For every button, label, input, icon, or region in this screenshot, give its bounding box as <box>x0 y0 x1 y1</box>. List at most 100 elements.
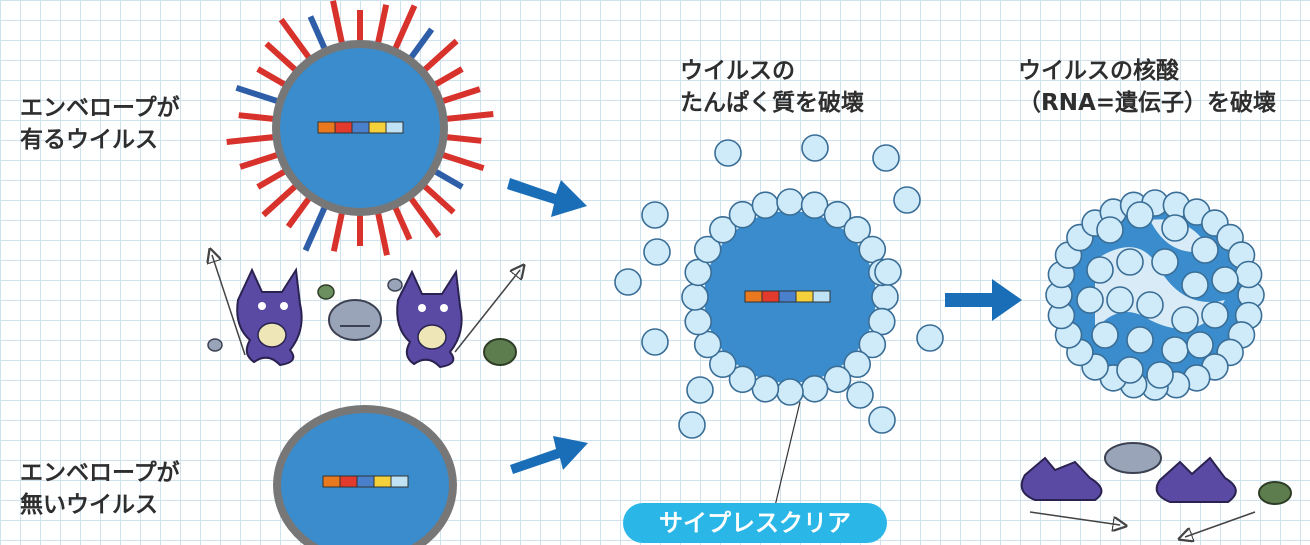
cleaner-particle <box>1106 286 1134 314</box>
cleaner-particle <box>1234 260 1263 289</box>
cleaner-particle <box>1126 326 1154 354</box>
envelope-spike <box>239 151 280 170</box>
cleaner-particle <box>1086 256 1114 284</box>
label-rna-destroyed: ウイルスの核酸 （RNA=遺伝子）を破壊 <box>1018 58 1277 116</box>
cleaner-particle <box>1126 201 1154 229</box>
cleaner-particle <box>1191 236 1219 264</box>
cleaner-particle <box>641 201 669 229</box>
envelope-spike <box>408 195 442 239</box>
pebble <box>317 284 335 300</box>
envelope-spike <box>307 15 328 51</box>
cleaner-particle <box>800 191 829 219</box>
cleaner-particle <box>1116 248 1144 276</box>
rock-monster-icon <box>1104 442 1162 474</box>
cleaner-particle <box>643 238 671 266</box>
cleaner-particle <box>684 307 713 336</box>
cleaner-particle <box>823 365 852 394</box>
cleaner-particle <box>708 350 737 379</box>
cleaner-particle <box>714 139 742 167</box>
enveloped-virus <box>226 0 494 256</box>
cleaner-particle <box>776 188 804 216</box>
envelope-spike <box>445 134 482 144</box>
envelope-spike <box>278 17 312 61</box>
arrow-right-icon <box>507 178 587 217</box>
cleaner-particle <box>1146 361 1174 389</box>
cleaner-particle <box>1171 306 1199 334</box>
envelope-spike <box>256 66 288 88</box>
cleaner-particles <box>1045 189 1265 401</box>
envelope-spike <box>432 66 464 88</box>
nonenveloped-virus <box>273 405 457 545</box>
cleaner-particle <box>800 374 829 403</box>
envelope-spike <box>392 205 413 241</box>
cleaner-particle <box>1076 286 1104 314</box>
cleaner-particle <box>686 376 714 404</box>
cleaner-particle <box>871 283 899 311</box>
cleaner-particle <box>916 324 944 352</box>
gene-strip <box>744 290 831 303</box>
trident-icon <box>1185 511 1256 537</box>
cleaner-particle <box>1091 321 1119 349</box>
envelope-spike <box>261 183 299 218</box>
gene-strip <box>317 121 404 134</box>
devil-monster-icon <box>236 267 303 367</box>
envelope-spike <box>374 211 390 256</box>
envelope-spike <box>235 84 280 105</box>
pebble <box>207 338 223 352</box>
cleaner-particle <box>678 411 706 439</box>
label-protein-destroyed: ウイルスの たんぱく質を破壊 <box>680 58 864 116</box>
cleaner-particle <box>1161 214 1189 242</box>
cleaner-particle <box>843 350 872 379</box>
envelope-spike <box>408 27 435 61</box>
envelope-spike <box>374 4 390 45</box>
envelope-spike <box>330 211 346 252</box>
envelope-spike <box>445 111 494 122</box>
devil-monster-icon <box>396 269 463 369</box>
envelope-spike <box>440 86 481 105</box>
trident-icon <box>454 270 520 353</box>
defeated-monsters <box>1020 442 1292 537</box>
cleaner-particle <box>1201 301 1229 329</box>
cleaner-particle <box>1151 248 1179 276</box>
product-badge: サイプレスクリア <box>623 503 887 543</box>
cleaner-particle <box>693 330 722 359</box>
cleaner-particle <box>641 328 669 356</box>
cleaner-particle <box>751 374 780 403</box>
cleaner-particle <box>1181 271 1209 299</box>
cleaner-particle <box>872 144 900 172</box>
cleaner-particle <box>693 235 722 264</box>
rock-monster-icon <box>328 299 382 341</box>
envelope-spike <box>302 205 328 252</box>
envelope-spike <box>421 183 456 215</box>
label-nonenveloped-virus: エンベロープが 無いウイルス <box>20 460 180 518</box>
rock-monster-icon <box>1258 481 1292 505</box>
cleaner-particle <box>801 134 829 162</box>
envelope-spike <box>421 38 459 73</box>
trident-icon <box>1029 511 1120 525</box>
cleaner-particle <box>751 191 780 219</box>
cleaner-particle <box>776 378 804 406</box>
trident-icon <box>212 255 246 356</box>
gene-strip <box>322 475 409 488</box>
cleaner-particle <box>1186 331 1214 359</box>
envelope-spike <box>392 4 418 51</box>
arrow-right-icon <box>510 436 588 474</box>
cleaner-particle <box>728 365 757 394</box>
cleaner-particle <box>1211 266 1239 294</box>
envelope-spike <box>285 195 312 229</box>
cleaner-particle <box>728 200 757 229</box>
envelope-spike <box>238 112 275 122</box>
cleaner-particle <box>867 307 896 336</box>
envelope-spike <box>440 151 485 172</box>
cleaner-particle <box>1096 216 1124 244</box>
cleaner-particle <box>858 235 887 264</box>
arrow-right-icon <box>945 279 1022 321</box>
callout-line <box>774 401 801 507</box>
cleaner-particle <box>708 216 737 244</box>
cleaner-particle <box>684 258 713 287</box>
cleaner-particle <box>1116 356 1144 384</box>
envelope-spike <box>226 134 275 145</box>
cleaner-particle <box>681 283 709 311</box>
germ-monsters-attacking <box>207 255 520 369</box>
